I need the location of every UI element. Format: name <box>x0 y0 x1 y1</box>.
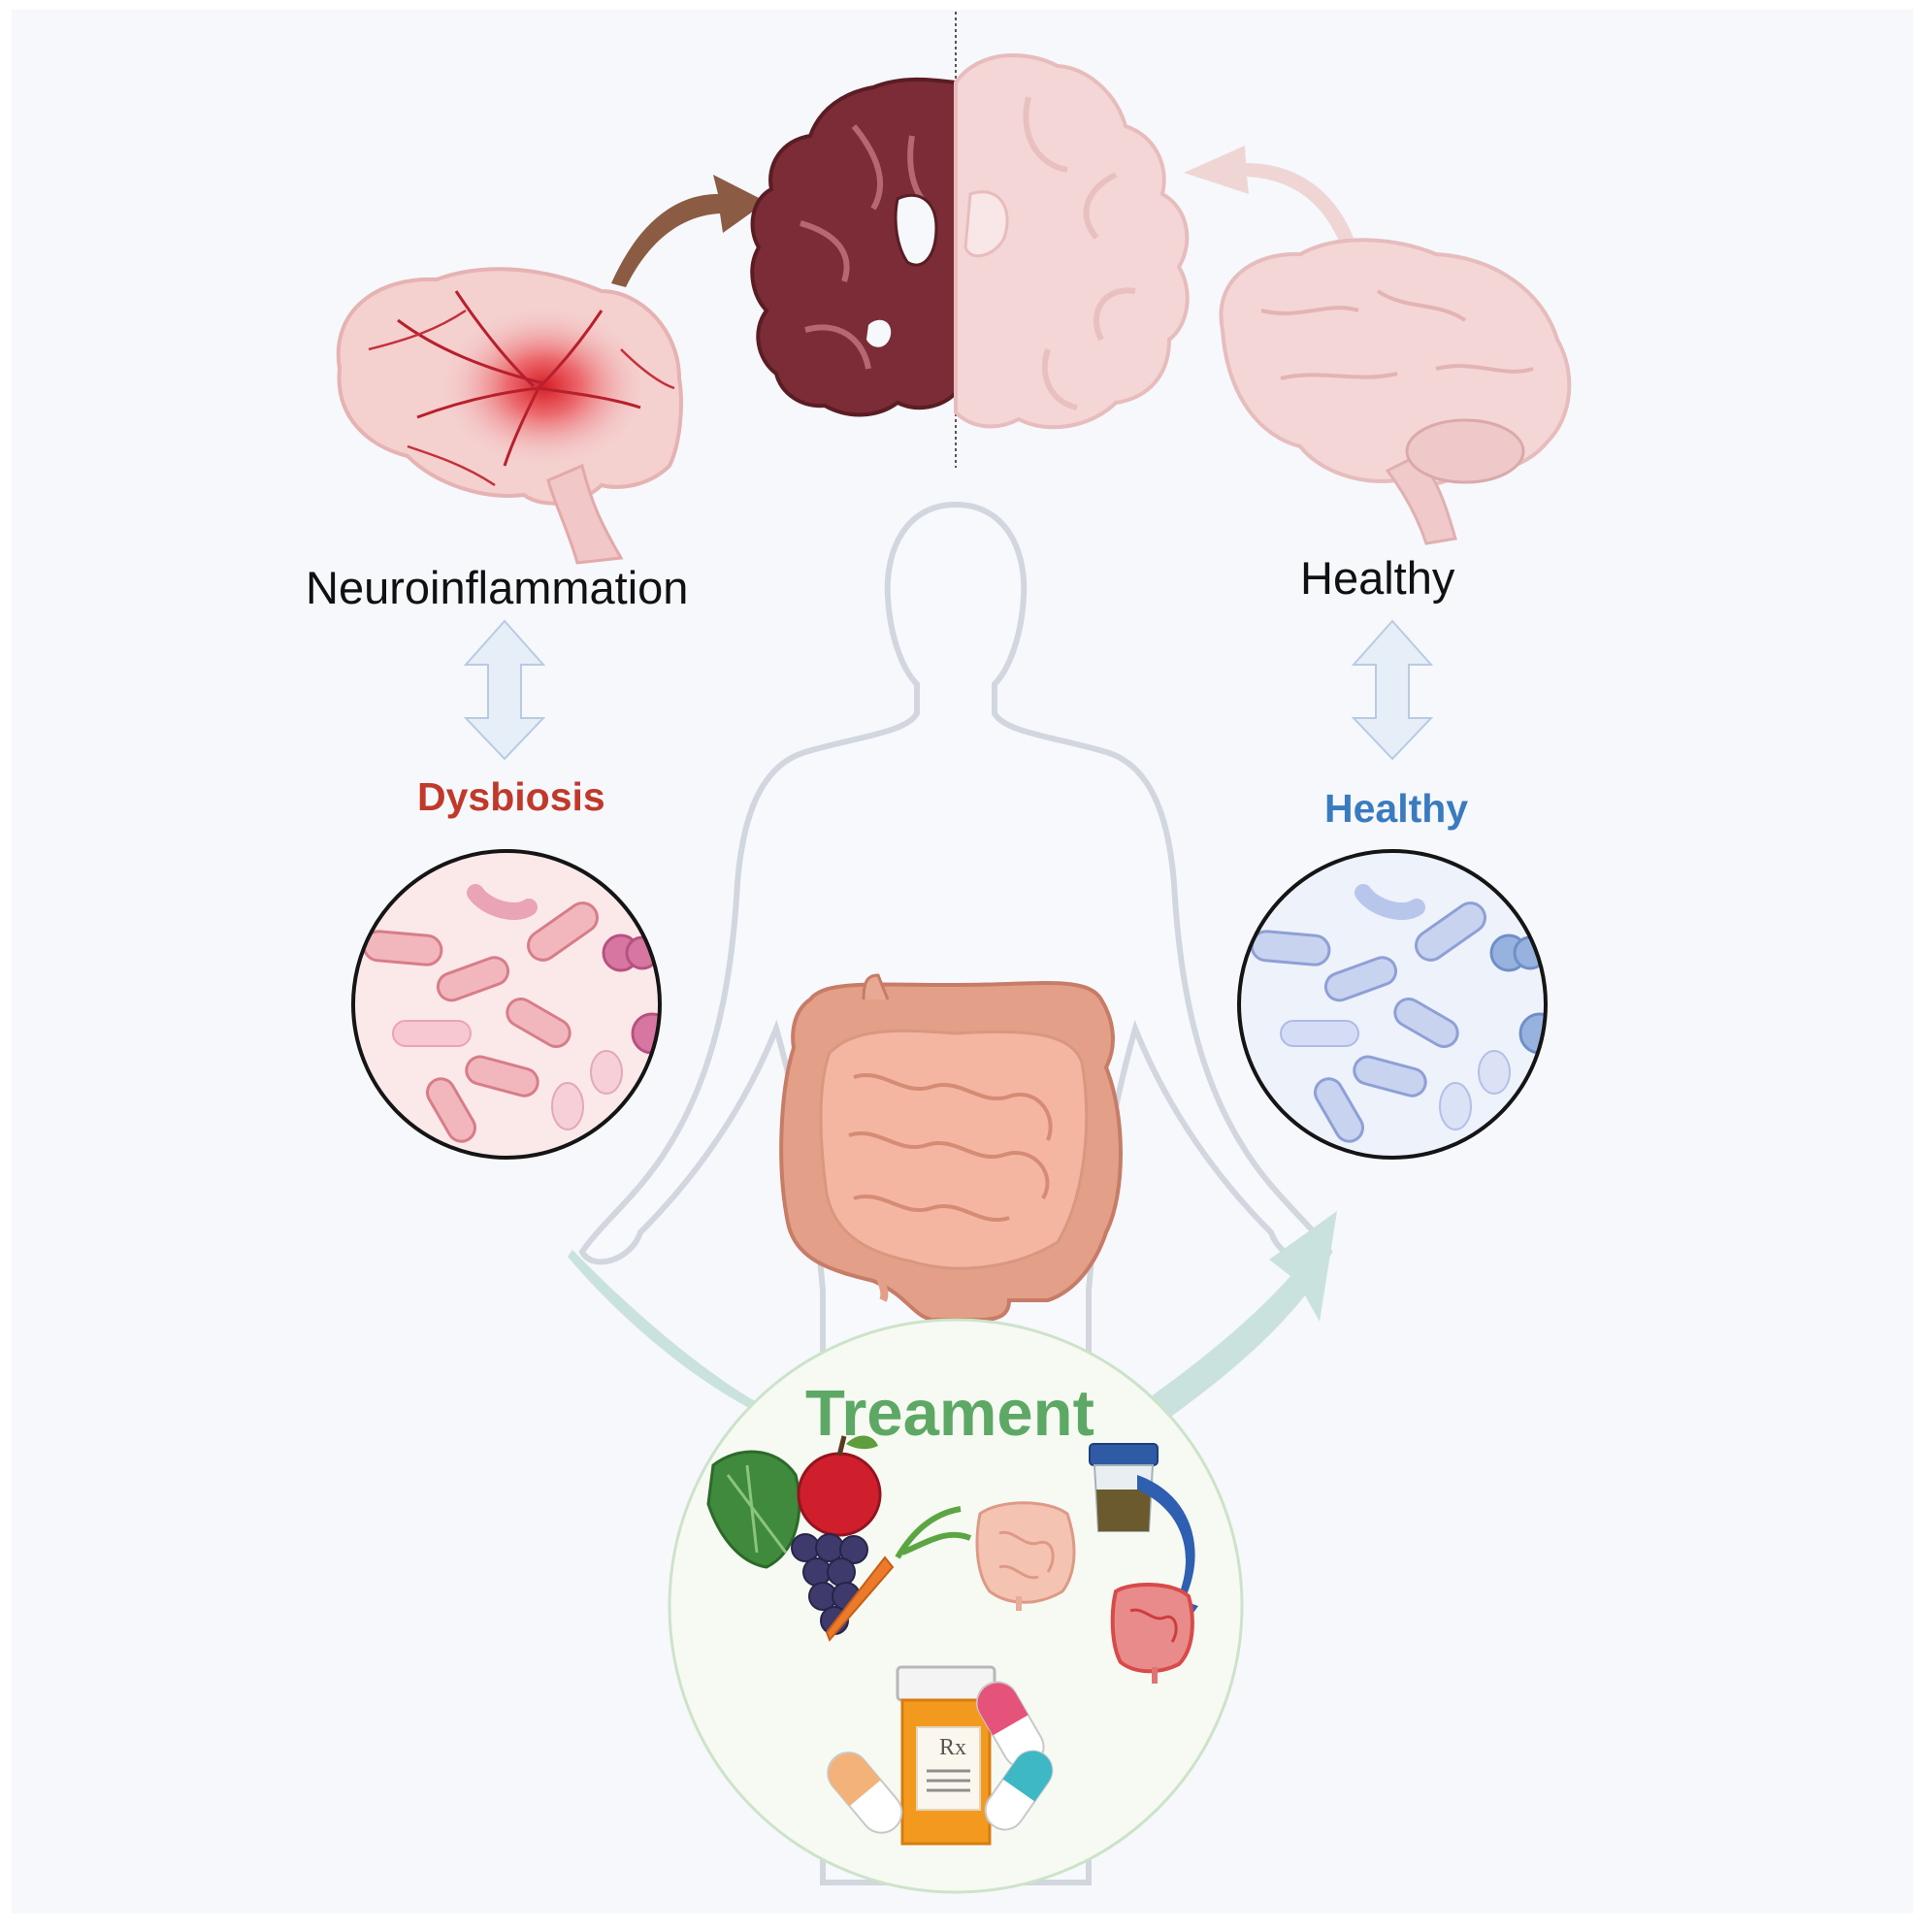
inflamed-intestine-icon <box>1110 1583 1194 1684</box>
small-intestine-icon <box>975 1501 1076 1611</box>
intestine-icon <box>779 973 1123 1322</box>
bidirectional-arrow-right <box>1351 619 1434 761</box>
treatment-label: Treament <box>805 1377 1094 1450</box>
healthy-gut-label: Healthy <box>1324 786 1469 831</box>
healthy-brain-label: Healthy <box>1300 552 1455 604</box>
healthy-brain-icon <box>1219 238 1572 545</box>
damaged-brain-section-icon <box>750 77 958 417</box>
bidirectional-arrow-left <box>463 619 546 761</box>
healthy-brain-section-icon <box>954 52 1190 430</box>
capsule-icons <box>827 1681 1054 1834</box>
treatment-arrow-right <box>1150 1211 1337 1422</box>
inflamed-brain-icon <box>336 267 683 565</box>
vegetables-fruit-icon <box>706 1435 972 1642</box>
treatment-arrow-left <box>568 1250 757 1409</box>
healthy-bacteria-panel <box>1237 849 1548 1160</box>
dysbiosis-label: Dysbiosis <box>417 774 605 819</box>
dysbiosis-bacteria-panel <box>351 849 662 1160</box>
arrow-to-damaged-brain <box>611 175 767 287</box>
arrow-from-healthy-brain <box>1184 146 1354 241</box>
pill-bottle-icon <box>896 1665 996 1846</box>
neuroinflammation-label: Neuroinflammation <box>306 562 689 613</box>
rx-label: Rx <box>939 1735 966 1760</box>
